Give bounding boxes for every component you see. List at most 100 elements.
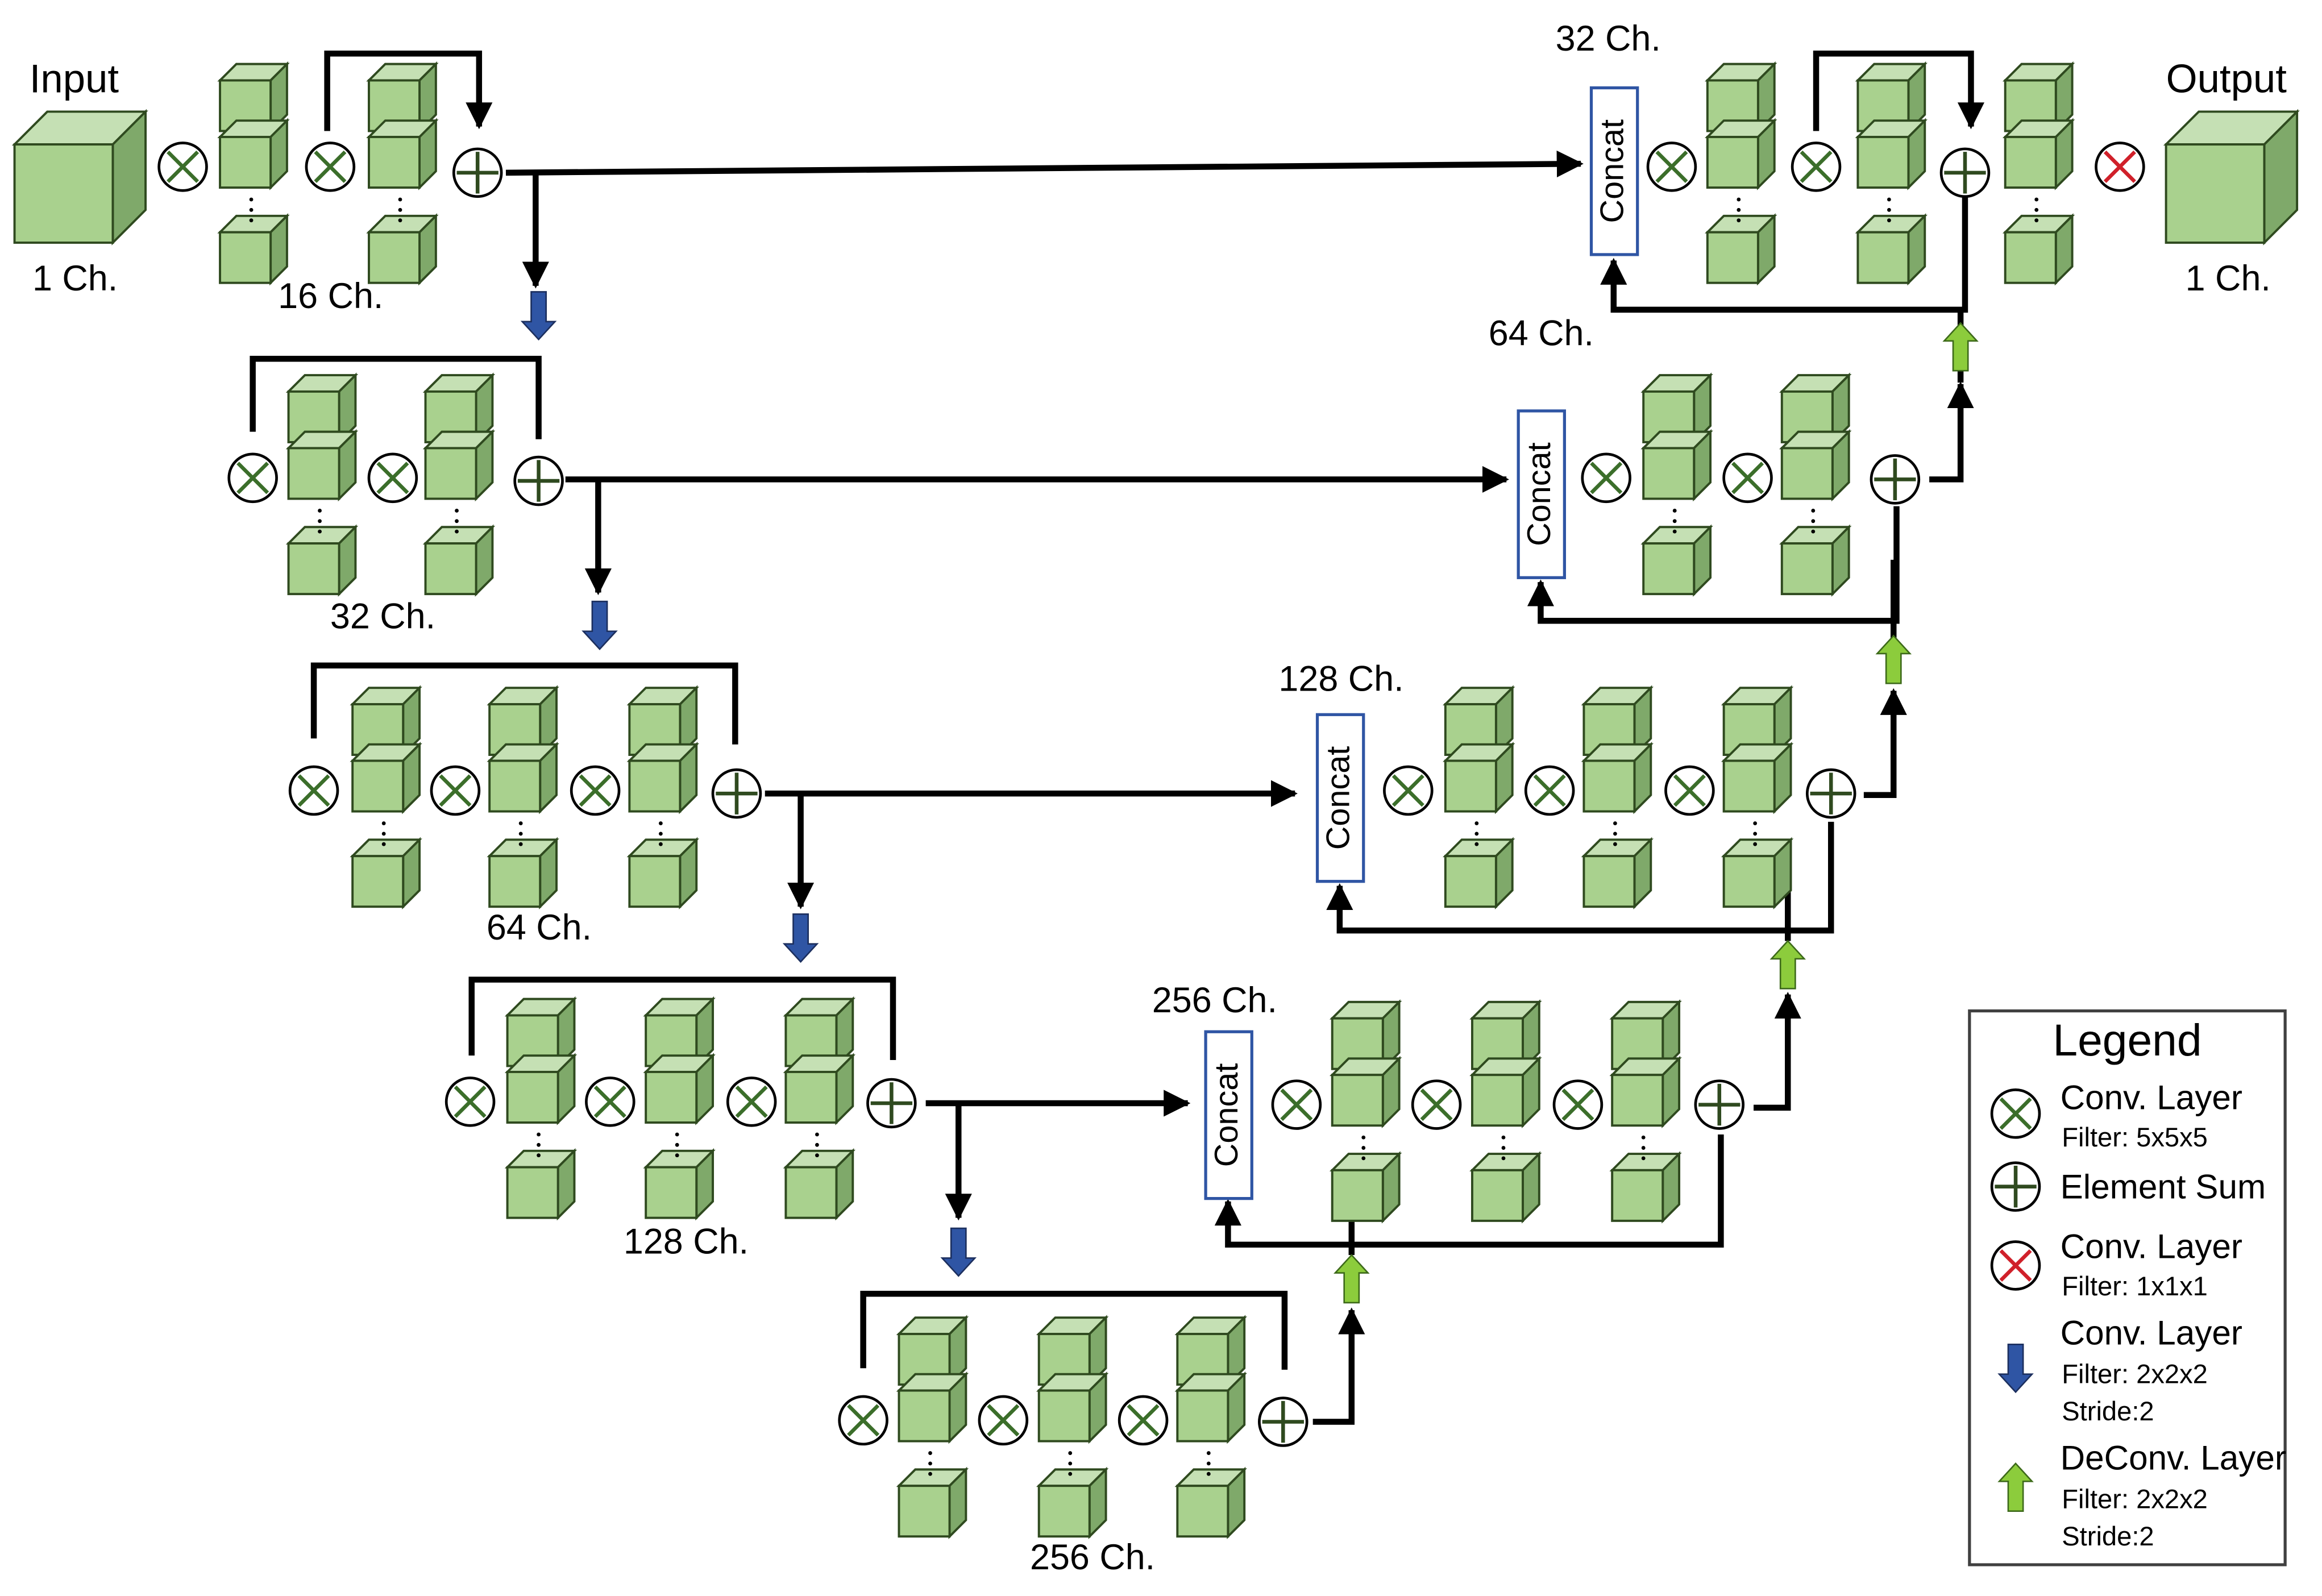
feature-cube — [504, 1053, 578, 1125]
ellipsis-dots — [518, 821, 523, 846]
feature-map-stack — [1469, 999, 1542, 1224]
connection-line — [310, 662, 738, 745]
feature-map-stack — [285, 372, 359, 597]
feature-cube — [2002, 61, 2075, 134]
up-arrow-icon — [1942, 322, 1979, 372]
input-volume — [11, 109, 148, 246]
bottleneck-channels-label: 256 Ch. — [1030, 1537, 1155, 1577]
feature-map-stack — [366, 61, 439, 286]
legend-item-sub: Stride:2 — [2062, 1521, 2154, 1551]
feature-cube — [422, 372, 496, 445]
conv-icon — [1383, 765, 1434, 816]
conv-icon — [1118, 1395, 1169, 1446]
concat-label: Concat — [1320, 746, 1356, 850]
feature-cube — [626, 837, 699, 909]
sum-icon — [513, 455, 564, 506]
legend-item-sub: Filter: 2x2x2 — [2062, 1483, 2208, 1514]
ellipsis-dots — [815, 1132, 819, 1158]
up-arrow-icon — [1333, 1254, 1370, 1304]
sum-icon — [1990, 1161, 2041, 1212]
feature-cube — [366, 118, 439, 190]
connection-line — [1600, 193, 1968, 313]
conv-icon — [1581, 452, 1631, 504]
concat-label: Concat — [1594, 119, 1630, 223]
feature-cube — [1855, 213, 1928, 286]
feature-map-stack — [1609, 999, 1682, 1224]
feature-cube — [2002, 213, 2075, 286]
down-arrow-icon — [581, 600, 618, 650]
ellipsis-dots — [1474, 821, 1479, 846]
connection-line — [860, 1291, 1288, 1370]
feature-cube — [1640, 429, 1713, 502]
feature-cube — [1609, 1055, 1682, 1129]
ellipsis-dots — [1887, 197, 1891, 223]
feature-map-stack — [1705, 61, 1777, 286]
feature-cube — [1443, 741, 1515, 814]
feature-cube — [350, 837, 422, 909]
legend-item-sub: Filter: 2x2x2 — [2062, 1358, 2208, 1389]
feature-cube — [1329, 1151, 1402, 1224]
feature-cube — [217, 118, 290, 190]
connection-line — [505, 150, 1584, 178]
feature-cube — [1036, 1466, 1109, 1539]
enc4-channels-label: 128 Ch. — [624, 1222, 749, 1262]
feature-cube — [1443, 685, 1515, 758]
feature-cube — [366, 213, 439, 286]
feature-map-stack — [504, 996, 578, 1221]
ellipsis-dots — [537, 1132, 541, 1158]
conv-icon — [227, 452, 278, 504]
feature-map-stack — [1779, 372, 1852, 597]
ellipsis-dots — [1672, 509, 1677, 534]
conv-icon — [726, 1077, 777, 1127]
input-title: Input — [30, 56, 119, 101]
feature-map-stack — [487, 685, 559, 909]
conv-icon — [1646, 142, 1697, 192]
dec1-channels-label: 32 Ch. — [1556, 19, 1661, 59]
ellipsis-dots — [1501, 1135, 1506, 1161]
conv-icon — [305, 142, 356, 192]
ellipsis-dots — [928, 1451, 932, 1476]
legend-item-label: Element Sum — [2061, 1167, 2266, 1206]
sum-icon — [1805, 768, 1856, 819]
ellipsis-dots — [249, 197, 254, 223]
ellipsis-dots — [1641, 1135, 1646, 1161]
feature-cube — [783, 1053, 856, 1125]
conv-icon — [1524, 765, 1575, 816]
channel-labels: Input Output 1 Ch. 1 Ch. 16 Ch. 32 Ch. 6… — [30, 19, 2287, 1577]
feature-cube — [1779, 524, 1852, 597]
feature-cube — [285, 524, 359, 597]
ellipsis-dots — [318, 509, 322, 534]
sum-icon — [866, 1078, 917, 1129]
feature-cube — [217, 213, 290, 286]
ellipsis-dots — [398, 197, 402, 223]
feature-map-stack — [643, 996, 716, 1221]
feature-map-stack — [1640, 372, 1713, 597]
ellipsis-dots — [1361, 1135, 1366, 1161]
sum-icon — [711, 768, 762, 819]
sum-icon — [1694, 1079, 1745, 1130]
conv-icon — [288, 765, 339, 816]
feature-cube — [1036, 1371, 1109, 1444]
connection-line — [1326, 821, 1834, 934]
feature-cube — [1174, 1315, 1247, 1387]
connection-line — [1863, 688, 1907, 798]
feature-map-stack — [626, 685, 699, 909]
feature-cube — [1640, 524, 1713, 597]
connection-line — [1929, 381, 1974, 483]
feature-cube — [896, 1371, 969, 1444]
legend-item-label: DeConv. Layer — [2061, 1438, 2286, 1477]
feature-cube — [422, 524, 496, 597]
connection-line — [1754, 992, 1801, 1111]
concat-box-dec4: Concat — [1204, 1030, 1253, 1200]
connection-line — [1214, 1134, 1724, 1248]
concat-label: Concat — [1521, 442, 1557, 546]
feature-cube — [1329, 1055, 1402, 1129]
conv-icon — [1271, 1079, 1322, 1130]
dec3-channels-label: 128 Ch. — [1278, 659, 1403, 699]
dec4-channels-label: 256 Ch. — [1152, 980, 1277, 1020]
ellipsis-dots — [1811, 509, 1816, 534]
conv-icon — [838, 1395, 888, 1446]
feature-cube — [285, 429, 359, 502]
down-arrow-icon — [782, 913, 819, 963]
output-channels-label: 1 Ch. — [2186, 259, 2271, 298]
